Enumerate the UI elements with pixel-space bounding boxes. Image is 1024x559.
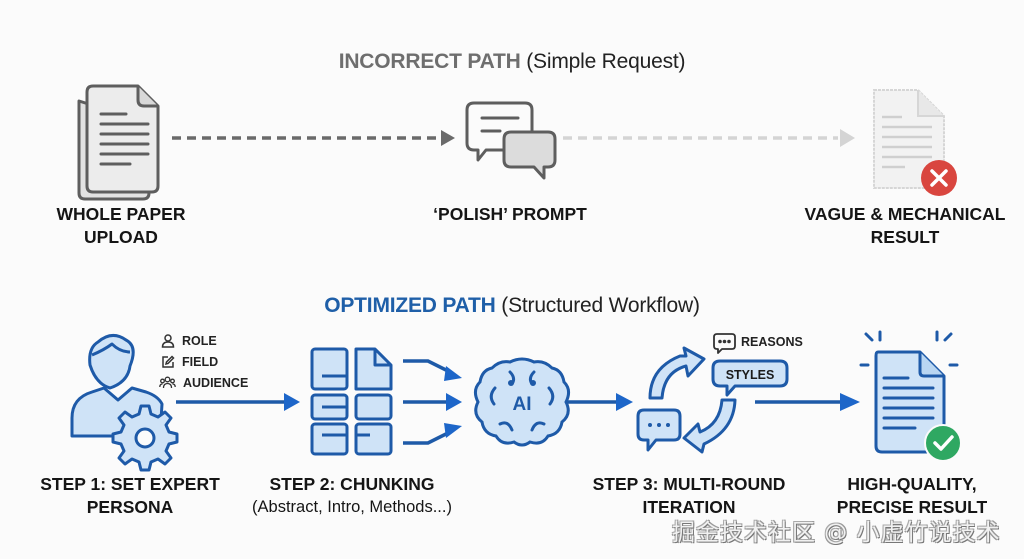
ai-label: AI — [513, 394, 532, 415]
chat-dots-bubble-icon — [636, 408, 682, 452]
role-label: ROLE — [182, 334, 217, 348]
label-line: STEP 2: CHUNKING — [269, 474, 435, 494]
label-subtext: (Abstract, Intro, Methods...) — [252, 498, 452, 516]
label-line: VAGUE & MECHANICAL — [804, 204, 1006, 224]
watermark: 掘金技术社区 @ 小虚竹说技术 — [672, 520, 1001, 546]
label-line: PRECISE RESULT — [836, 497, 988, 517]
field-label: FIELD — [182, 355, 219, 369]
step-label-step-2: STEP 2: CHUNKING (Abstract, Intro, Metho… — [232, 473, 472, 519]
group-icon — [159, 376, 176, 389]
label-line: ‘POLISH’ PROMPT — [433, 204, 587, 224]
label-line: STEP 3: MULTI-ROUND — [592, 474, 786, 494]
arrow-iteration-to-result — [755, 393, 860, 411]
persona-attribute-role: ROLE — [161, 334, 217, 348]
label-line: UPLOAD — [84, 227, 158, 247]
persona-attribute-field: FIELD — [161, 355, 218, 369]
step-label-step-1: STEP 1: SET EXPERT PERSONA — [25, 473, 235, 519]
gear-icon — [111, 404, 179, 472]
iteration-cycle-icon — [636, 346, 737, 454]
step-label-whole-paper-upload: WHOLE PAPER UPLOAD — [46, 203, 196, 249]
optimized-path-subheading: (Structured Workflow) — [501, 294, 700, 317]
person-icon — [161, 334, 175, 348]
arrow-ai-to-iteration — [566, 393, 633, 411]
optimized-path-heading: OPTIMIZED PATH — [324, 294, 496, 317]
label-line: WHOLE PAPER — [56, 204, 186, 224]
edit-icon — [162, 355, 175, 368]
arrow-persona-to-chunking — [176, 393, 300, 411]
label-line: ITERATION — [642, 497, 736, 517]
reasons-tag: REASONS — [741, 335, 803, 349]
arrows-chunks-to-ai — [403, 359, 462, 445]
faded-document-with-error-icon — [873, 89, 957, 196]
stacked-documents-icon — [77, 84, 160, 201]
ai-brain-icon: AI — [473, 357, 571, 447]
label-line: STEP 1: SET EXPERT — [40, 474, 220, 494]
chat-bubbles-icon — [465, 101, 557, 180]
incorrect-path-title: INCORRECT PATH (Simple Request) — [0, 50, 1024, 74]
chunked-document-icon — [310, 347, 393, 456]
label-line: HIGH-QUALITY, — [847, 474, 977, 494]
error-x-icon — [921, 160, 957, 196]
dashed-arrow-prompt-to-result — [563, 129, 855, 147]
reasons-chat-icon — [713, 333, 736, 354]
styles-bubble: STYLES — [711, 359, 789, 397]
audience-label: AUDIENCE — [183, 376, 249, 390]
document-with-check-icon — [859, 330, 962, 462]
persona-attribute-audience: AUDIENCE — [159, 376, 248, 390]
styles-tag: STYLES — [726, 368, 775, 382]
optimized-path-title: OPTIMIZED PATH (Structured Workflow) — [0, 294, 1024, 318]
user-gear-icon — [70, 334, 179, 472]
step-label-step-3: STEP 3: MULTI-ROUND ITERATION — [578, 473, 800, 519]
step-label-result: HIGH-QUALITY, PRECISE RESULT — [822, 473, 1002, 519]
label-line: RESULT — [870, 227, 940, 247]
checkmark-icon — [924, 424, 962, 462]
step-label-vague-result: VAGUE & MECHANICAL RESULT — [790, 203, 1020, 249]
step-label-polish-prompt: ‘POLISH’ PROMPT — [420, 203, 600, 226]
incorrect-path-heading: INCORRECT PATH — [338, 50, 521, 73]
label-line: PERSONA — [86, 497, 174, 517]
incorrect-path-subheading: (Simple Request) — [526, 50, 686, 73]
dashed-arrow-upload-to-prompt — [172, 130, 455, 146]
